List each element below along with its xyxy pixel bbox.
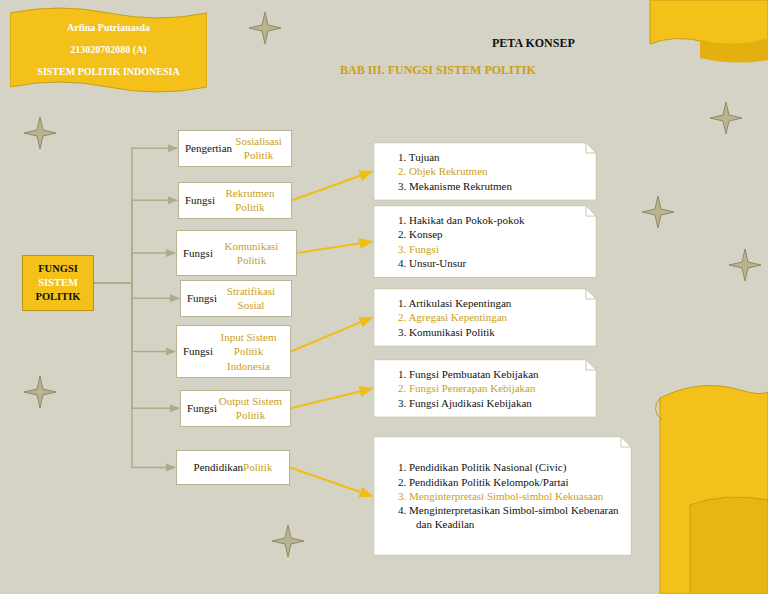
- connector: [292, 171, 372, 200]
- connector: [94, 148, 177, 283]
- star: [272, 525, 304, 557]
- list-item: 4. Menginterpretasikan Simbol-simbol Keb…: [398, 503, 622, 532]
- box-text: Output Sistem Politik: [217, 394, 284, 423]
- concept-box: Fungsi Output Sistem Politik: [180, 390, 291, 427]
- box-text: Stratifikasi Sosial: [217, 284, 285, 313]
- list-item: 1. Hakikat dan Pokok-pokok: [398, 213, 587, 227]
- box-text: Fungsi: [183, 246, 213, 260]
- list-item: 1. Pendidikan Politik Nasional (Civic): [398, 460, 622, 474]
- box-text: Arfina Putrianasda: [67, 23, 150, 33]
- list-item: 2. Pendidikan Politik Kelompok/Partai: [398, 475, 622, 489]
- box-text: Pengertian: [185, 141, 232, 155]
- list-item: 3. Komunikasi Politik: [398, 325, 587, 339]
- list-item: 3. Mekanisme Rekrutmen: [398, 179, 587, 193]
- page-title: PETA KONSEP: [492, 36, 575, 51]
- box-text: FUNGSI: [38, 262, 78, 276]
- box-text: Politik: [243, 460, 272, 474]
- list-item: 1. Artikulasi Kepentingan: [398, 296, 587, 310]
- box-text: Fungsi: [187, 401, 217, 415]
- chapter-heading: BAB III. FUNGSI SISTEM POLITIK: [340, 63, 536, 78]
- list-item: 1. Fungsi Pembuatan Kebijakan: [398, 367, 587, 381]
- connector: [291, 388, 372, 408]
- star: [642, 196, 674, 228]
- connector: [94, 200, 177, 283]
- box-text: Komunikasi Politik: [213, 239, 290, 268]
- concept-box: Fungsi Input Sistem Politik Indonesia: [176, 325, 291, 378]
- root-box: FUNGSISISTEMPOLITIK: [22, 255, 94, 311]
- list-item: 2. Konsep: [398, 227, 587, 241]
- box-text: Fungsi: [183, 344, 213, 358]
- detail-list-box: 1. Pendidikan Politik Nasional (Civic)2.…: [373, 436, 632, 556]
- star: [710, 102, 742, 134]
- scroll-fold: [655, 398, 662, 420]
- ribbon: [700, 38, 768, 63]
- connector: [291, 317, 372, 351]
- concept-box: Fungsi Rekrutmen Politik: [178, 182, 292, 219]
- connector: [297, 242, 372, 253]
- scroll: [690, 497, 768, 594]
- list-item: 1. Tujuan: [398, 150, 587, 164]
- connector: [94, 283, 179, 298]
- list-item: 2. Fungsi Penerapan Kebijakan: [398, 381, 587, 395]
- list-item: 2. Agregasi Kepentingan: [398, 310, 587, 324]
- connector: [94, 253, 175, 283]
- list-item: 3. Menginterpretasi Simbol-simbol Kekuas…: [398, 489, 622, 503]
- list-item: 3. Fungsi Ajudikasi Kebijakan: [398, 396, 587, 410]
- box-text: Input Sistem Politik Indonesia: [213, 330, 284, 373]
- fold-line: [586, 206, 596, 216]
- box-text: Fungsi: [187, 291, 217, 305]
- fold-line: [621, 437, 631, 447]
- star: [24, 376, 56, 408]
- concept-box: Pendidikan Politik: [176, 450, 290, 485]
- fold-line: [586, 289, 596, 299]
- concept-box: Fungsi Komunikasi Politik: [176, 230, 297, 276]
- fold-line: [586, 143, 596, 153]
- name-banner: Arfina Putrianasda 213020702080 (A) SISTEM…: [10, 5, 207, 95]
- detail-list-box: 1. Fungsi Pembuatan Kebijakan2. Fungsi P…: [373, 359, 597, 418]
- detail-list-box: 1. Tujuan2. Objek Rekrutmen3. Mekanisme …: [373, 142, 597, 201]
- connector: [94, 283, 175, 468]
- connector: [94, 283, 179, 408]
- fold-line: [586, 360, 596, 370]
- ribbon: [650, 0, 768, 46]
- star: [729, 249, 761, 281]
- concept-box: Fungsi Stratifikasi Sosial: [180, 280, 292, 317]
- star: [249, 12, 281, 44]
- box-text: Sosialisasi Politik: [232, 134, 285, 163]
- list-item: 2. Objek Rekrutmen: [398, 164, 587, 178]
- connector: [290, 468, 372, 497]
- box-text: Rekrutmen Politik: [215, 186, 285, 215]
- list-item: 4. Unsur-Unsur: [398, 256, 587, 270]
- box-text: SISTEM POLITIK INDONESIA: [37, 67, 179, 77]
- box-text: Pendidikan: [194, 460, 244, 474]
- concept-box: Pengertian Sosialisasi Politik: [178, 130, 292, 167]
- box-text: POLITIK: [36, 290, 81, 304]
- box-text: SISTEM: [38, 276, 78, 290]
- list-item: 3. Fungsi: [398, 242, 587, 256]
- box-text: Fungsi: [185, 193, 215, 207]
- connector: [94, 283, 175, 352]
- star: [24, 117, 56, 149]
- scroll: [660, 386, 768, 594]
- detail-list-box: 1. Hakikat dan Pokok-pokok2. Konsep3. Fu…: [373, 205, 597, 278]
- detail-list-box: 1. Artikulasi Kepentingan2. Agregasi Kep…: [373, 288, 597, 347]
- box-text: 213020702080 (A): [70, 45, 146, 55]
